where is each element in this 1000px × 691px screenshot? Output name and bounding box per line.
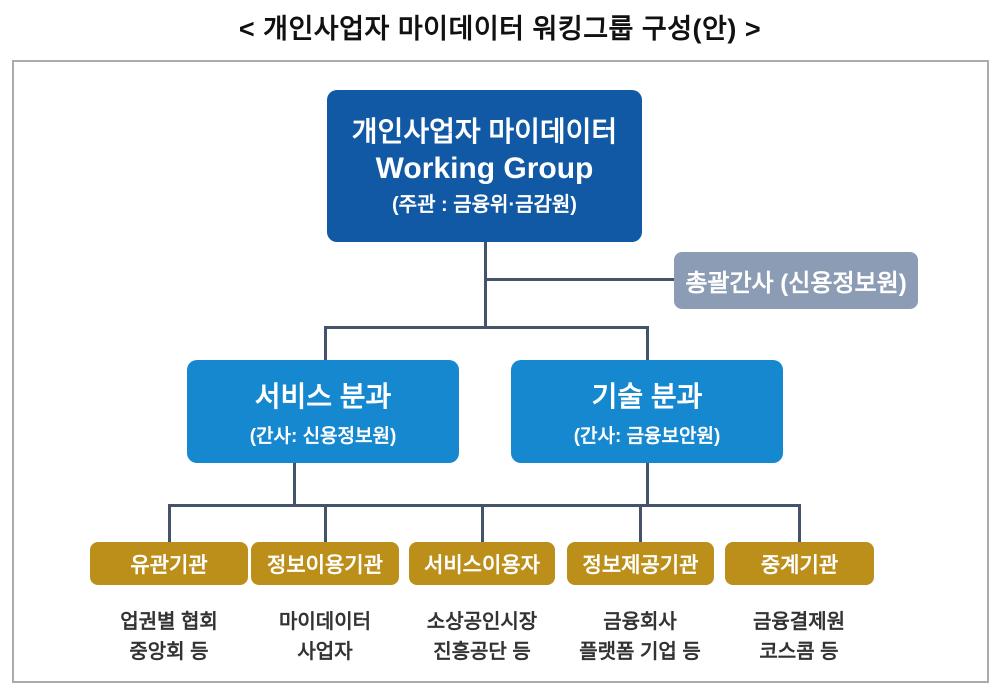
group-box-relay-orgs: 중계기관: [725, 542, 874, 585]
working-group-title-en: Working Group: [375, 152, 594, 186]
division-box-tech: 기술 분과 (간사: 금융보안원): [511, 360, 783, 463]
connector-division-horizontal: [324, 326, 649, 329]
general-secretary-label: 총괄간사 (신용정보원): [685, 270, 907, 297]
division-tech-subtitle: (간사: 금융보안원): [573, 426, 721, 447]
group-desc-line: 중앙회 등: [129, 641, 209, 663]
division-box-service: 서비스 분과 (간사: 신용정보원): [187, 360, 459, 463]
working-group-title-ko: 개인사업자 마이데이터: [351, 115, 618, 147]
general-secretary-box: 총괄간사 (신용정보원): [674, 252, 918, 309]
working-group-box: 개인사업자 마이데이터 Working Group (주관 : 금융위·금감원): [327, 90, 642, 242]
group-label: 유관기관: [130, 553, 208, 577]
group-box-info-users: 정보이용기관: [251, 542, 399, 585]
connector-root-vertical: [484, 242, 487, 329]
group-box-service-users: 서비스이용자: [409, 542, 555, 585]
connector-tech-down-vertical: [646, 462, 649, 505]
group-desc-line: 사업자: [297, 641, 353, 663]
working-group-supervisor: (주관 : 금융위·금감원): [392, 193, 577, 216]
group-desc-line: 진흥공단 등: [433, 641, 531, 663]
group-label: 정보이용기관: [267, 553, 383, 577]
connector-service-down-vertical: [293, 462, 296, 505]
connector-tech-top-vertical: [646, 326, 649, 360]
group-desc-line: 마이데이터: [279, 611, 371, 633]
page-title: < 개인사업자 마이데이터 워킹그룹 구성(안) >: [238, 14, 762, 44]
connector-service-top-vertical: [324, 326, 327, 360]
connector-group-3-vertical: [481, 504, 484, 542]
group-desc-relay-orgs: 금융결제원 코스콤 등: [714, 607, 884, 667]
group-desc-line: 금융결제원: [753, 611, 845, 633]
connector-group-1-vertical: [168, 504, 171, 542]
group-desc-line: 금융회사: [603, 611, 677, 633]
group-desc-line: 코스콤 등: [759, 641, 839, 663]
group-desc-service-users: 소상공인시장 진흥공단 등: [397, 607, 567, 667]
group-label: 서비스이용자: [424, 553, 540, 577]
group-box-info-providers: 정보제공기관: [567, 542, 714, 585]
group-desc-info-providers: 금융회사 플랫폼 기업 등: [555, 607, 725, 667]
group-label: 중계기관: [760, 553, 839, 577]
group-desc-line: 플랫폼 기업 등: [579, 641, 701, 663]
connector-secretary-horizontal: [484, 278, 674, 281]
diagram-frame: 개인사업자 마이데이터 Working Group (주관 : 금융위·금감원)…: [12, 60, 989, 683]
group-desc-line: 소상공인시장: [426, 611, 538, 633]
connector-group-2-vertical: [324, 504, 327, 542]
group-label: 정보제공기관: [582, 553, 699, 577]
group-desc-related-orgs: 업권별 협회 중앙회 등: [84, 607, 254, 667]
division-tech-title: 기술 분과: [591, 381, 703, 412]
connector-group-5-vertical: [798, 504, 801, 542]
group-desc-info-users: 마이데이터 사업자: [240, 607, 410, 667]
group-box-related-orgs: 유관기관: [90, 542, 248, 585]
connector-group-4-vertical: [639, 504, 642, 542]
group-desc-line: 업권별 협회: [120, 611, 218, 633]
division-service-subtitle: (간사: 신용정보원): [249, 426, 397, 447]
connector-groups-horizontal: [168, 504, 801, 507]
division-service-title: 서비스 분과: [254, 381, 392, 412]
